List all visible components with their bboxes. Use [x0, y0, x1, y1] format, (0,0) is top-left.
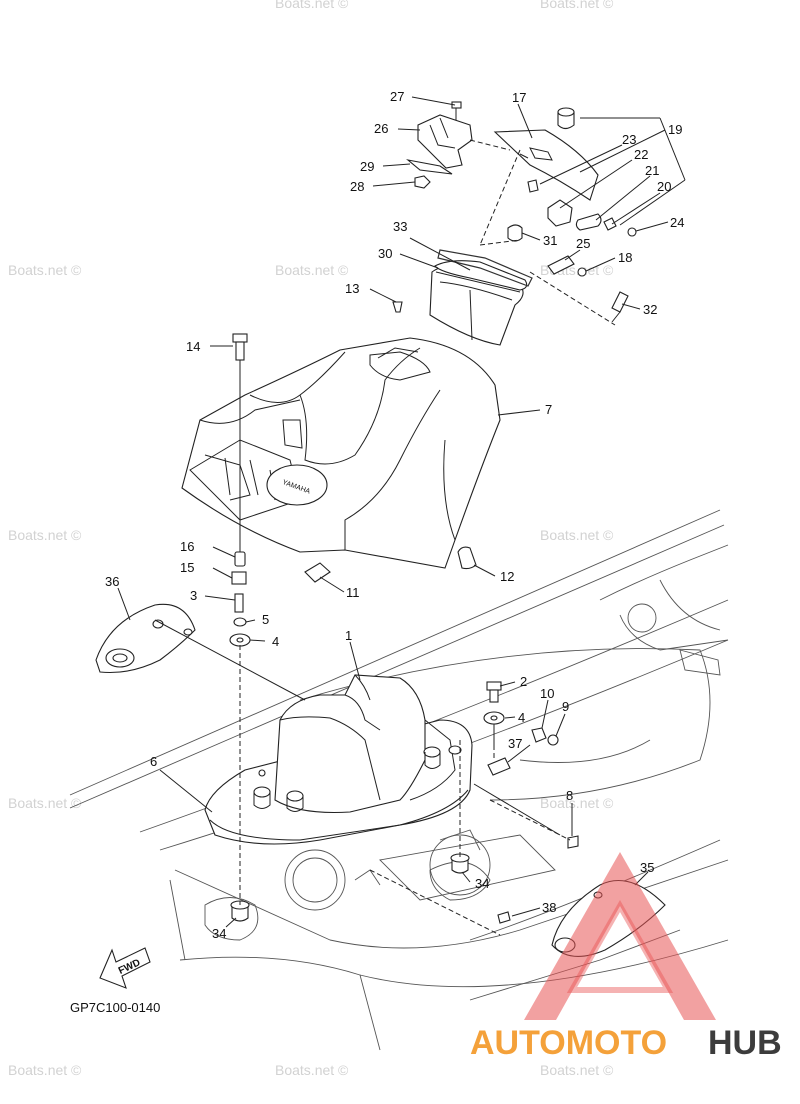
- callout-35: 35: [640, 860, 654, 875]
- callout-4: 4: [272, 634, 279, 649]
- watermark-text: Boats.net ©: [540, 795, 614, 811]
- callout-32: 32: [643, 302, 657, 317]
- callout-9: 9: [562, 699, 569, 714]
- watermark-text: Boats.net ©: [275, 262, 349, 278]
- callout-2: 2: [520, 674, 527, 689]
- clip-20: [603, 217, 617, 231]
- callout-11: 11: [346, 585, 360, 600]
- nut-28: [414, 175, 431, 189]
- knob-19: [557, 107, 575, 130]
- automotohub-logo: AUTOMOTO HUB: [470, 852, 782, 1062]
- fastener-stack-right: [483, 681, 579, 849]
- callout-26: 26: [374, 121, 388, 136]
- watermark-text: Boats.net ©: [540, 527, 614, 543]
- screw-18: [577, 267, 587, 277]
- callout-29: 29: [360, 159, 374, 174]
- screw-24: [627, 227, 637, 237]
- screw-38: [497, 911, 511, 924]
- storage-box: [429, 260, 528, 346]
- callout-36: 36: [105, 574, 119, 589]
- bracket-26: [417, 114, 473, 169]
- callout-27: 27: [390, 89, 404, 104]
- callout-19: 19: [668, 122, 682, 137]
- callout-33: 33: [393, 219, 407, 234]
- grommets-34: [230, 853, 470, 922]
- callout-4b: 4: [518, 710, 525, 725]
- callout-38: 38: [542, 900, 556, 915]
- diagram-code: GP7C100-0140: [70, 1000, 160, 1015]
- watermark-text: Boats.net ©: [275, 1062, 349, 1078]
- screw-27: [451, 101, 462, 120]
- fitting-32: [611, 291, 629, 323]
- pad-11: [304, 562, 331, 583]
- watermark-text: Boats.net ©: [8, 262, 82, 278]
- callout-6: 6: [150, 754, 157, 769]
- hatch-base: [204, 674, 473, 845]
- callout-5: 5: [262, 612, 269, 627]
- callout-16: 16: [180, 539, 194, 554]
- callout-23: 23: [622, 132, 636, 147]
- callout-18: 18: [618, 250, 632, 265]
- callout-8: 8: [566, 788, 573, 803]
- logo-text-hub: HUB: [708, 1024, 782, 1062]
- callout-34: 34: [212, 926, 226, 941]
- callout-24: 24: [670, 215, 684, 230]
- callout-22: 22: [634, 147, 648, 162]
- watermark-text: Boats.net ©: [8, 527, 82, 543]
- callout-7: 7: [545, 402, 552, 417]
- callout-13: 13: [345, 281, 359, 296]
- callout-15: 15: [180, 560, 194, 575]
- plate-29: [406, 159, 453, 175]
- watermark-text: Boats.net ©: [540, 1062, 614, 1078]
- callout-30: 30: [378, 246, 392, 261]
- callout-leaders: [117, 96, 669, 928]
- watermark-text: Boats.net ©: [275, 0, 349, 11]
- bolt-23: [527, 179, 539, 193]
- callout-21: 21: [645, 163, 659, 178]
- lid-17: [493, 129, 599, 201]
- callout-3: 3: [190, 588, 197, 603]
- watermark-text: Boats.net ©: [540, 0, 614, 11]
- callout-17: 17: [512, 90, 526, 105]
- fwd-arrow-icon: FWD: [99, 947, 151, 989]
- plate-21: [575, 213, 602, 231]
- leader-lines: [154, 117, 686, 936]
- vent-36: [95, 603, 196, 674]
- gasket-33: [437, 249, 533, 287]
- callout-20: 20: [657, 179, 671, 194]
- callout-10: 10: [540, 686, 554, 701]
- watermark-text: Boats.net ©: [8, 795, 82, 811]
- latch-22: [547, 199, 573, 227]
- callout-1: 1: [345, 628, 352, 643]
- logo-text-automoto: AUTOMOTO: [470, 1024, 667, 1062]
- callout-25: 25: [576, 236, 590, 251]
- fastener-stack: [229, 333, 251, 647]
- bushing-31: [507, 224, 523, 242]
- seat-shroud: YAMAHA: [181, 337, 501, 569]
- screw-13: [392, 301, 403, 313]
- callout-14: 14: [186, 339, 200, 354]
- rod-25: [547, 255, 575, 275]
- callout-labels: 1 2 3 4 4 5 6 7 8 9 10 11 12 13 14 15 16…: [105, 89, 684, 941]
- callout-28: 28: [350, 179, 364, 194]
- callout-37: 37: [508, 736, 522, 751]
- watermark-text: Boats.net ©: [8, 1062, 82, 1078]
- bumper-12: [457, 546, 477, 570]
- callout-12: 12: [500, 569, 514, 584]
- callout-34b: 34: [475, 876, 489, 891]
- callout-31: 31: [543, 233, 557, 248]
